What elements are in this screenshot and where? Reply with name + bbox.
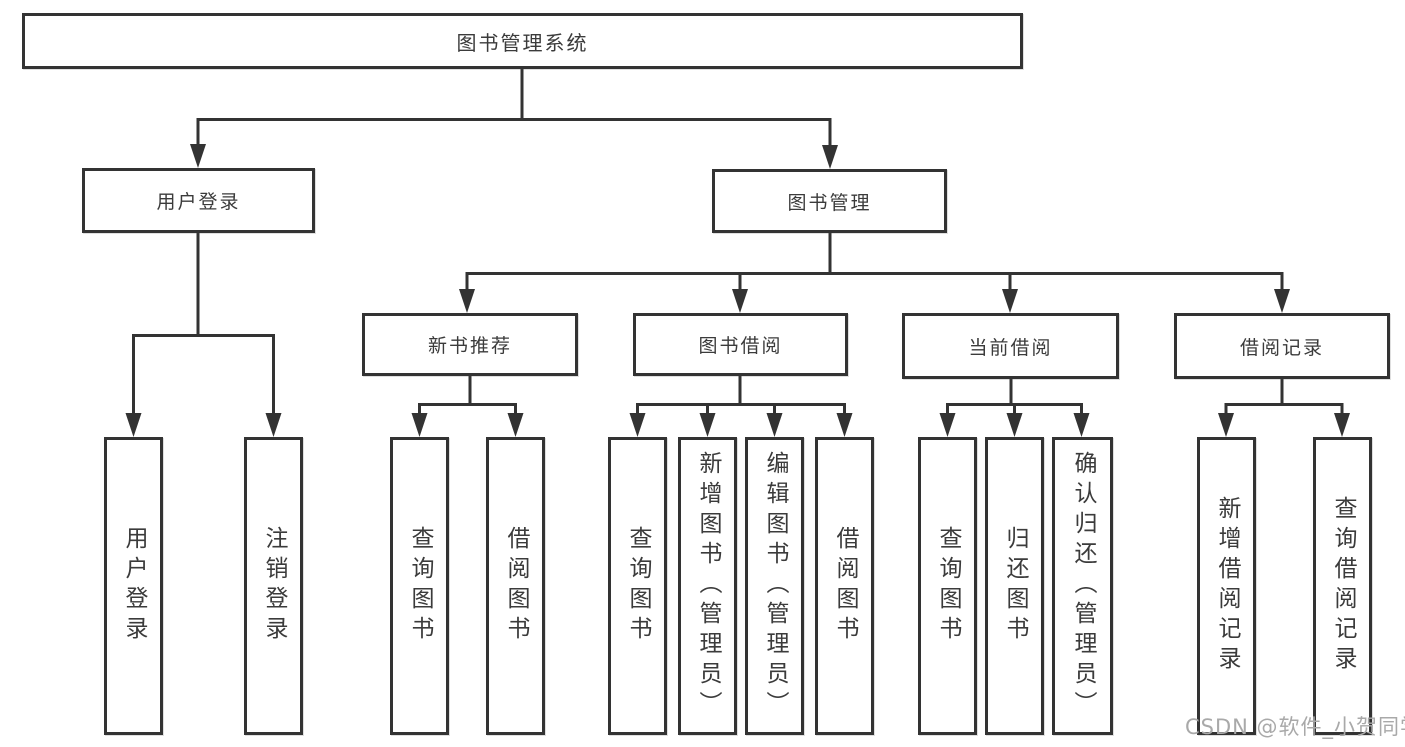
arrowhead <box>125 413 142 437</box>
connector-newbook-to-leaves <box>418 376 517 415</box>
arrowhead <box>732 289 748 313</box>
arrowhead <box>265 413 282 437</box>
leaf-borrow-book-newbook: 借阅图书 <box>486 437 545 735</box>
leaf-query-book-borrow: 查询图书 <box>608 437 667 735</box>
connector-curborrow-to-leaves <box>946 379 1083 415</box>
leaf-query-book-current: 查询图书 <box>918 437 977 735</box>
leaf-label: 新增借阅记录 <box>1214 496 1240 676</box>
leaf-label: 借阅图书 <box>832 526 858 646</box>
csdn-watermark: CSDN @软件_小贺同学 <box>1185 715 1405 739</box>
connector-userlogin-to-leaves <box>132 233 275 415</box>
leaf-borrow-book: 借阅图书 <box>815 437 874 735</box>
node-label: 当前借阅 <box>968 336 1053 359</box>
connector-bookmgmt-to-level3 <box>465 233 1284 291</box>
node-label: 新书推荐 <box>427 335 512 357</box>
leaf-label: 归还图书 <box>1002 526 1028 646</box>
connector-root-to-level2 <box>196 69 832 146</box>
leaf-edit-book-admin: 编辑图书（管理员） <box>745 437 804 735</box>
arrowhead <box>507 413 524 437</box>
node-label: 图书借阅 <box>698 335 783 357</box>
leaf-label: 注销登录 <box>261 526 287 646</box>
leaf-add-borrow-record: 新增借阅记录 <box>1197 437 1256 735</box>
arrowhead <box>939 413 956 437</box>
arrowhead <box>1073 413 1090 437</box>
leaf-return-book: 归还图书 <box>985 437 1044 735</box>
node-label: 图书管理 <box>787 191 872 214</box>
arrowhead <box>1218 413 1234 437</box>
leaf-label: 新增图书（管理员） <box>695 451 721 721</box>
arrowhead <box>836 413 853 437</box>
leaf-confirm-return-admin: 确认归还（管理员） <box>1052 437 1113 735</box>
arrowhead <box>1002 289 1018 313</box>
node-root-system: 图书管理系统 <box>22 13 1023 69</box>
arrowhead <box>766 413 783 437</box>
node-label: 用户登录 <box>156 191 241 213</box>
arrowhead <box>1274 289 1290 313</box>
arrowhead <box>629 413 646 437</box>
leaf-label: 查询图书 <box>935 526 961 646</box>
leaf-query-book-newbook: 查询图书 <box>390 437 449 735</box>
leaf-query-borrow-record: 查询借阅记录 <box>1313 437 1372 735</box>
leaf-add-book-admin: 新增图书（管理员） <box>678 437 737 735</box>
node-book-management: 图书管理 <box>712 169 947 233</box>
leaf-logout: 注销登录 <box>244 437 303 735</box>
node-book-borrowing: 图书借阅 <box>633 313 848 376</box>
node-borrowing-records: 借阅记录 <box>1174 313 1390 379</box>
arrowhead <box>411 413 428 437</box>
leaf-label: 查询图书 <box>625 526 651 646</box>
arrowhead <box>1334 413 1350 437</box>
arrowhead <box>1006 413 1023 437</box>
arrowhead <box>699 413 716 437</box>
leaf-label: 查询借阅记录 <box>1330 496 1356 676</box>
leaf-label: 用户登录 <box>121 526 147 646</box>
leaf-label: 编辑图书（管理员） <box>762 451 788 721</box>
leaf-label: 确认归还（管理员） <box>1070 451 1096 721</box>
node-user-login: 用户登录 <box>82 168 315 233</box>
arrowhead <box>190 144 206 168</box>
node-label: 借阅记录 <box>1239 336 1324 359</box>
leaf-label: 查询图书 <box>407 526 433 646</box>
node-label: 图书管理系统 <box>456 30 589 55</box>
connector-borrowrec-to-leaves <box>1224 379 1344 415</box>
arrowhead <box>822 145 838 169</box>
node-current-borrowing: 当前借阅 <box>902 313 1119 379</box>
node-new-book-recommend: 新书推荐 <box>362 313 578 376</box>
leaf-user-login: 用户登录 <box>104 437 163 735</box>
connector-bookborrow-to-leaves <box>636 376 846 415</box>
arrowhead <box>459 289 475 313</box>
leaf-label: 借阅图书 <box>503 526 529 646</box>
